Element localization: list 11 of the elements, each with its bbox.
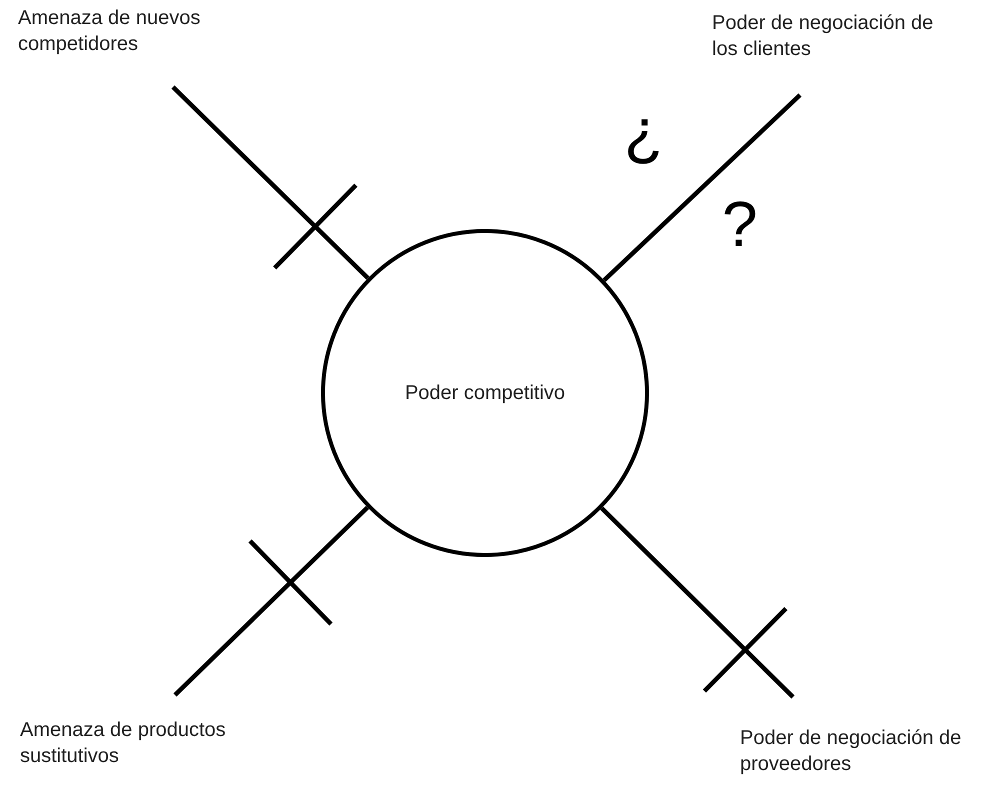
connector-line xyxy=(600,506,795,699)
force-label: Poder de negociación de los clientes xyxy=(712,11,934,62)
force-label: Poder de negociación de proveedores xyxy=(740,726,962,777)
connector-line xyxy=(173,506,370,697)
force-label: Amenaza de nuevos competidores xyxy=(18,6,202,57)
connector-line xyxy=(602,93,802,282)
question-mark: ¿ xyxy=(624,95,664,167)
connector-line xyxy=(171,85,370,280)
force-label: Amenaza de productos sustitutivos xyxy=(20,718,227,769)
node-text: Poder competitivo xyxy=(404,381,566,406)
question-mark: ? xyxy=(722,188,758,260)
